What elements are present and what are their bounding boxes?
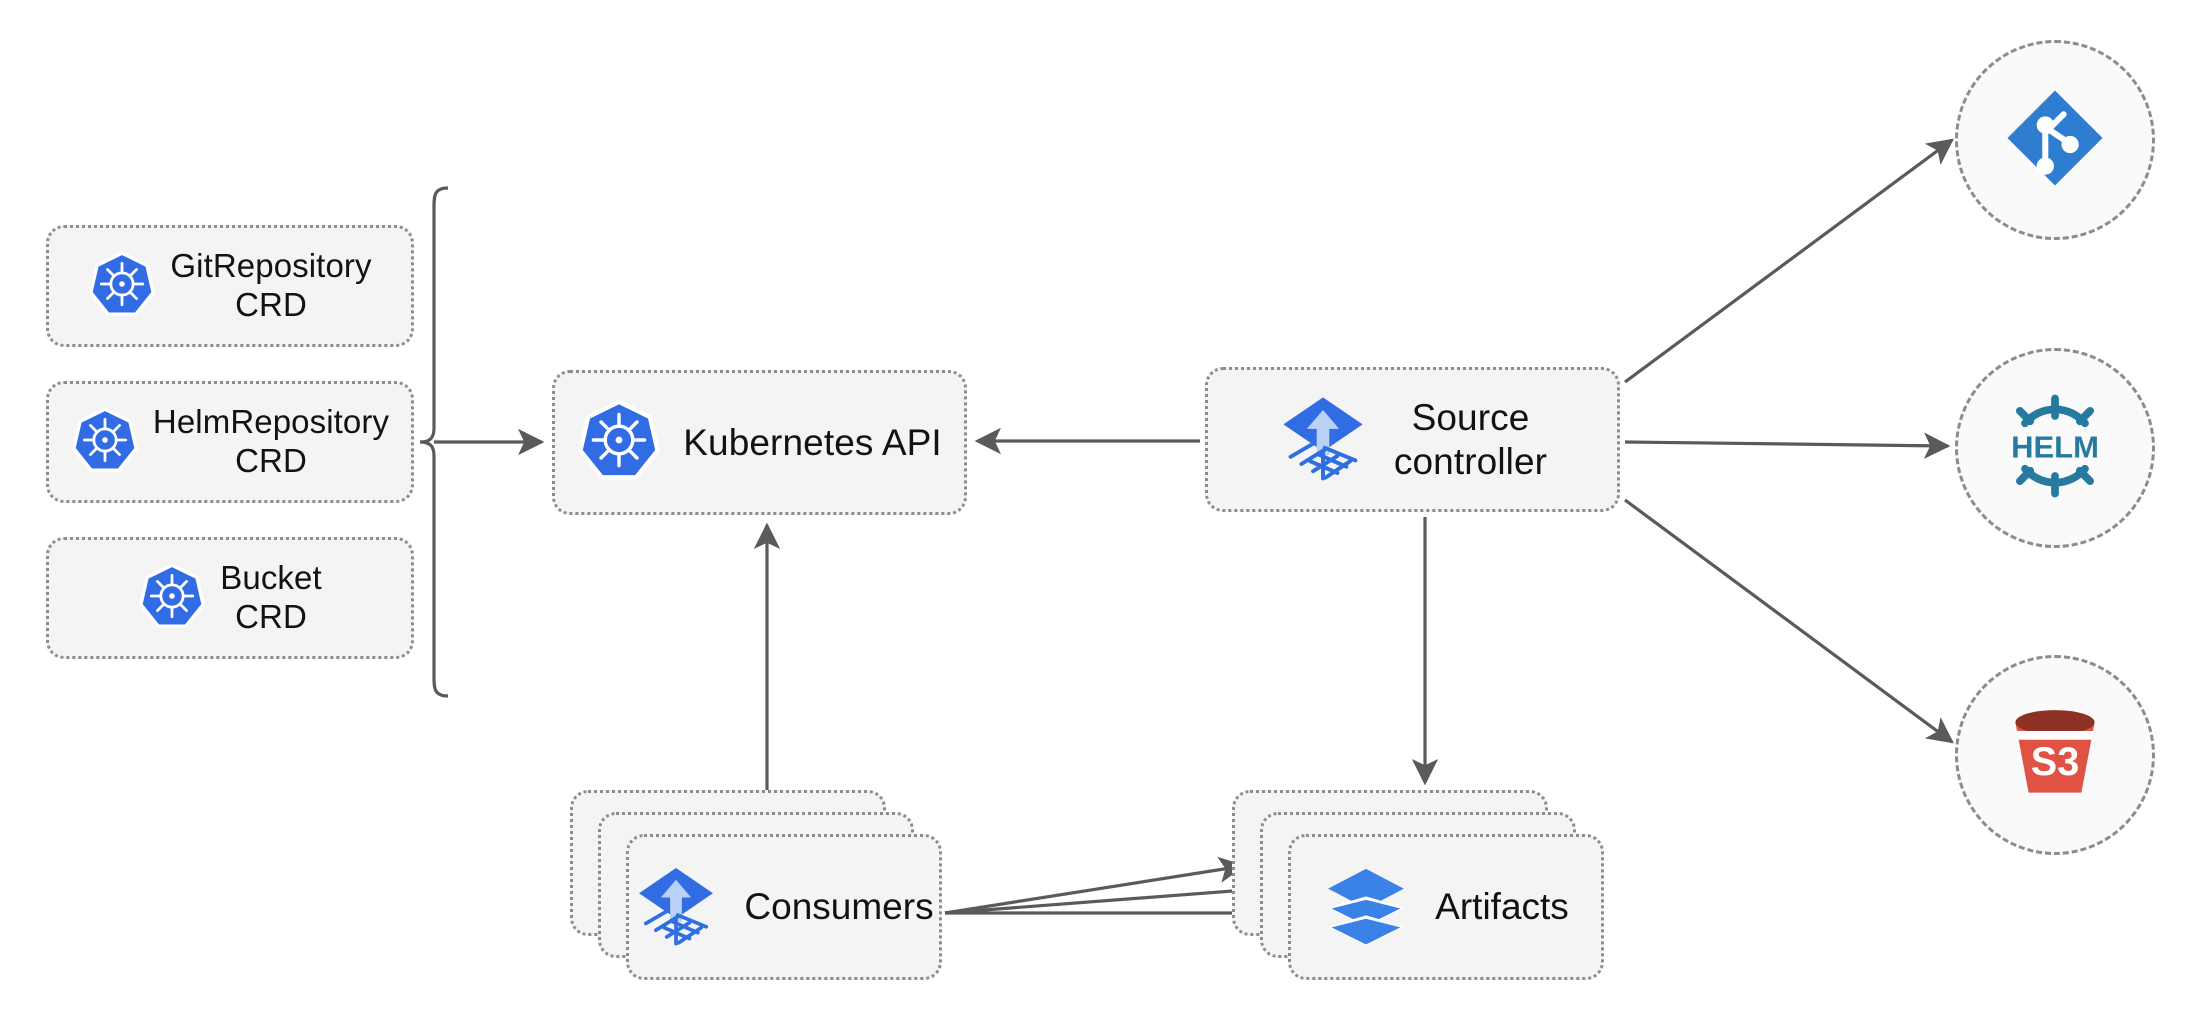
node-label: GitRepository CRD — [170, 247, 372, 323]
helm-icon: HELM — [1993, 384, 2117, 513]
node-helmrepository-crd[interactable]: HelmRepository CRD — [46, 381, 414, 503]
stack-sheet-front[interactable]: Consumers — [626, 834, 942, 980]
node-artifacts[interactable]: Artifacts — [1232, 790, 1604, 980]
stack-sheet-front[interactable]: Artifacts — [1288, 834, 1604, 980]
node-label: Kubernetes API — [683, 421, 942, 463]
s3-wordmark: S3 — [2031, 740, 2079, 784]
node-label: Artifacts — [1435, 886, 1569, 927]
node-git-source[interactable] — [1955, 40, 2155, 240]
kubernetes-icon — [138, 562, 206, 635]
node-consumers[interactable]: Consumers — [570, 790, 942, 980]
edge-consumers-to-artifacts-2 — [944, 876, 1275, 915]
node-helm-source[interactable]: HELM — [1955, 348, 2155, 548]
flux-icon — [1278, 392, 1368, 487]
node-source-controller[interactable]: Source controller — [1205, 367, 1620, 512]
kubernetes-icon — [71, 406, 139, 479]
kubernetes-icon — [577, 398, 661, 487]
flux-icon — [634, 863, 718, 952]
kubernetes-icon — [88, 250, 156, 323]
node-s3-source[interactable]: S3 — [1955, 655, 2155, 855]
edge-source-controller-to-git — [1624, 138, 1954, 384]
node-label: Consumers — [744, 886, 934, 927]
edge-source-controller-to-helm — [1624, 432, 1951, 459]
node-label: Bucket CRD — [220, 559, 322, 635]
edge-consumers-to-artifacts-1 — [944, 856, 1246, 915]
node-gitrepository-crd[interactable]: GitRepository CRD — [46, 225, 414, 347]
helm-wordmark: HELM — [2011, 429, 2099, 464]
node-kubernetes-api[interactable]: Kubernetes API — [552, 370, 967, 515]
node-label: HelmRepository CRD — [152, 403, 390, 479]
s3-icon: S3 — [2000, 698, 2110, 813]
git-icon — [2001, 84, 2109, 197]
layers-icon — [1323, 862, 1409, 953]
edge-source-controller-to-s3 — [1624, 498, 1954, 744]
crd-group-brace — [419, 186, 449, 698]
node-label: Source controller — [1393, 396, 1548, 482]
node-bucket-crd[interactable]: Bucket CRD — [46, 537, 414, 659]
